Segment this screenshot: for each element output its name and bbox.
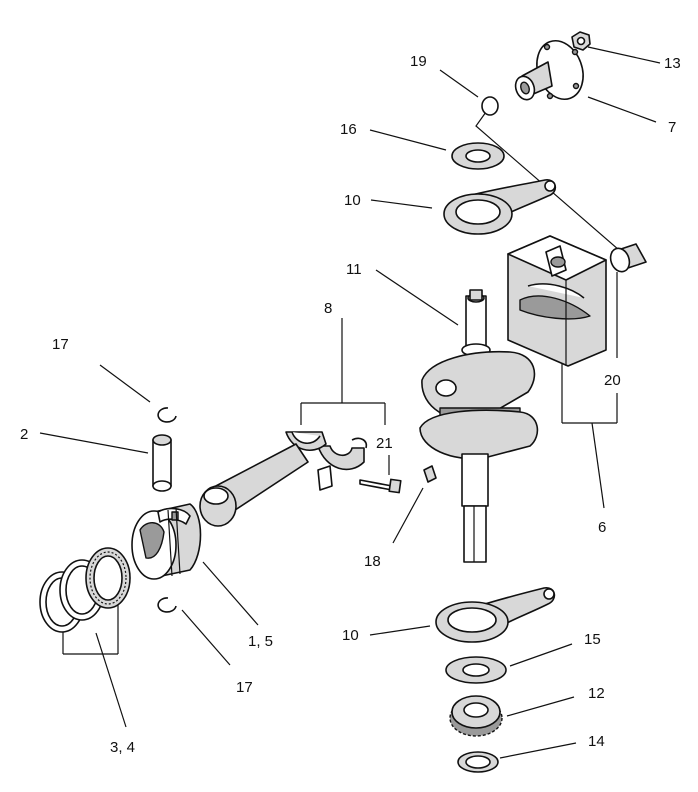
washer-16 bbox=[451, 142, 505, 170]
piston-1-5 bbox=[131, 503, 202, 580]
circlip-17-bottom bbox=[157, 597, 177, 613]
bushing-20 bbox=[609, 243, 647, 273]
piston-pin-2 bbox=[152, 434, 172, 492]
block-6 bbox=[507, 235, 607, 367]
label-17-top: 17 bbox=[52, 336, 69, 353]
label-13: 13 bbox=[664, 55, 681, 72]
label-3-4: 3, 4 bbox=[110, 739, 135, 756]
label-20: 20 bbox=[604, 372, 621, 389]
counterweight-10-bottom bbox=[435, 587, 556, 643]
connecting-rod-8 bbox=[199, 431, 368, 527]
washer-15 bbox=[445, 656, 507, 684]
label-10-top: 10 bbox=[344, 192, 361, 209]
label-11: 11 bbox=[346, 261, 362, 278]
piston-rings-3-4 bbox=[39, 547, 131, 633]
callout-labels: 13 19 7 16 10 11 8 17 2 21 20 6 18 1, 5 … bbox=[20, 53, 681, 756]
label-2: 2 bbox=[20, 426, 28, 443]
label-12: 12 bbox=[588, 685, 605, 702]
crankshaft-11 bbox=[419, 289, 539, 563]
gear-12 bbox=[449, 695, 503, 737]
label-7: 7 bbox=[668, 119, 676, 136]
label-15: 15 bbox=[584, 631, 601, 648]
counterweight-10-top bbox=[443, 179, 557, 235]
label-6: 6 bbox=[598, 519, 606, 536]
label-10-bottom: 10 bbox=[342, 627, 359, 644]
washer-14 bbox=[457, 751, 499, 773]
label-16: 16 bbox=[340, 121, 357, 138]
flange-bearing-7 bbox=[514, 40, 584, 101]
label-19: 19 bbox=[410, 53, 427, 70]
key-18 bbox=[423, 465, 437, 483]
circlip-17-top bbox=[157, 407, 177, 423]
nut-13 bbox=[571, 31, 591, 51]
bolt-21 bbox=[359, 478, 402, 494]
label-1-5: 1, 5 bbox=[248, 633, 273, 650]
label-18: 18 bbox=[364, 553, 381, 570]
label-8: 8 bbox=[324, 300, 332, 317]
label-14: 14 bbox=[588, 733, 605, 750]
o-ring-19 bbox=[481, 96, 499, 116]
label-17-bottom: 17 bbox=[236, 679, 253, 696]
leader-lines bbox=[39, 46, 661, 759]
label-21: 21 bbox=[376, 435, 393, 452]
